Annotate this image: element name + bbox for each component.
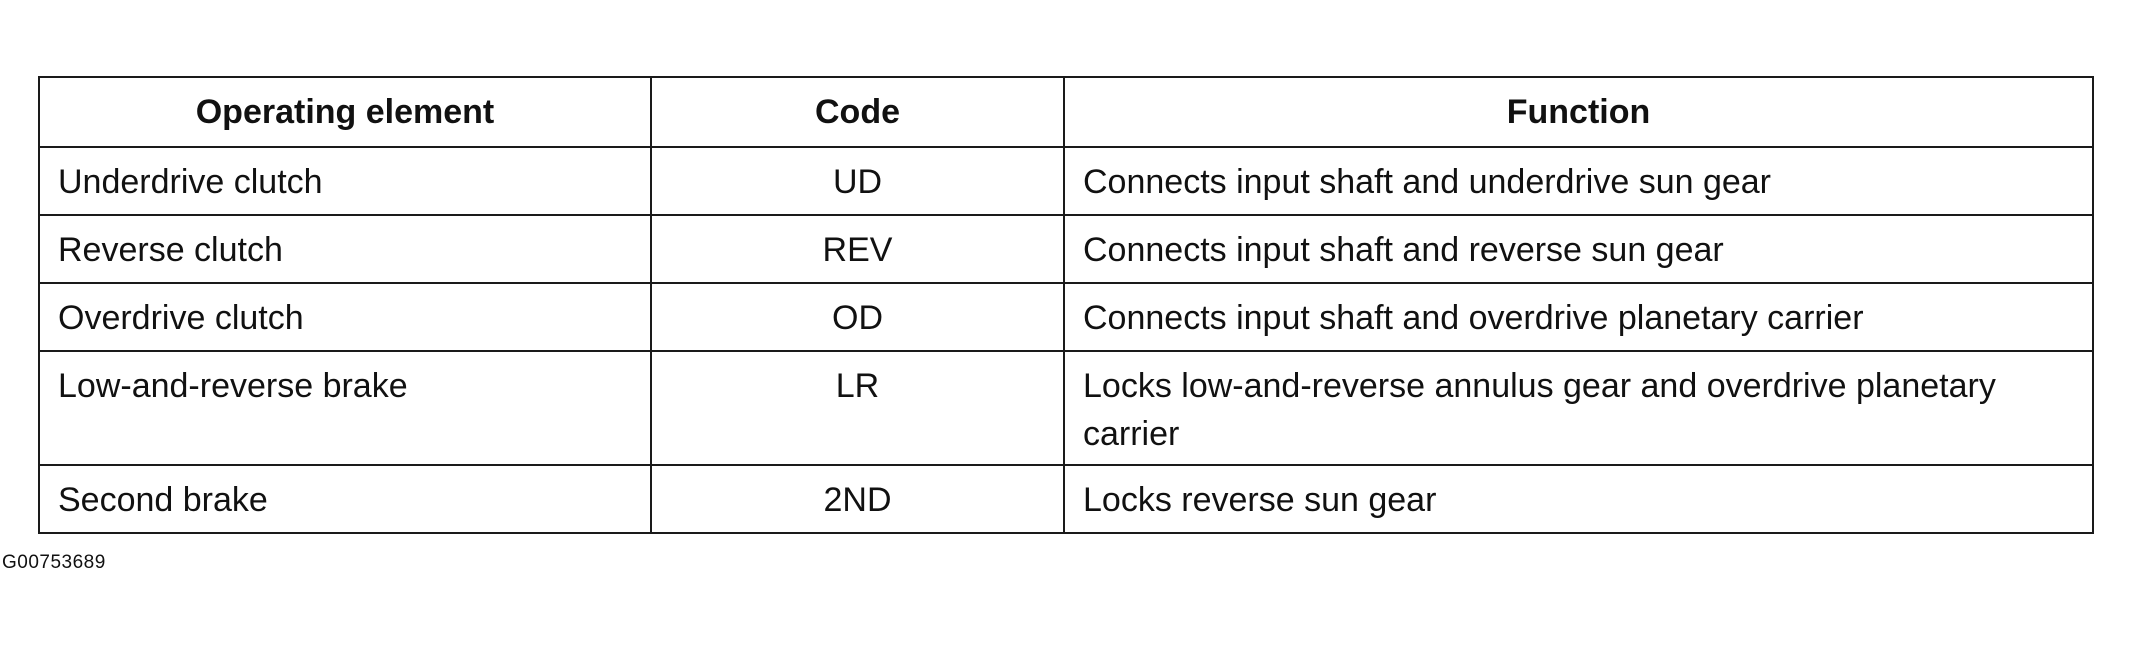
cell-function: Connects input shaft and overdrive plane… [1063, 282, 2094, 352]
cell-element: Underdrive clutch [38, 146, 652, 216]
cell-function: Locks reverse sun gear [1063, 464, 2094, 534]
cell-element: Second brake [38, 464, 652, 534]
operating-elements-table: Operating element Code Function Underdri… [38, 76, 2094, 534]
table-row: Low-and-reverse brake LR Locks low-and-r… [38, 350, 2094, 466]
cell-code: LR [650, 350, 1065, 466]
cell-element: Reverse clutch [38, 214, 652, 284]
cell-code: UD [650, 146, 1065, 216]
cell-element: Low-and-reverse brake [38, 350, 652, 466]
cell-element: Overdrive clutch [38, 282, 652, 352]
operating-elements-table-container: Operating element Code Function Underdri… [38, 76, 2094, 534]
table-row: Second brake 2ND Locks reverse sun gear [38, 464, 2094, 534]
table-row: Reverse clutch REV Connects input shaft … [38, 214, 2094, 284]
table-header-row: Operating element Code Function [38, 76, 2094, 148]
cell-function: Locks low-and-reverse annulus gear and o… [1063, 350, 2094, 466]
table-row: Overdrive clutch OD Connects input shaft… [38, 282, 2094, 352]
cell-code: OD [650, 282, 1065, 352]
header-code: Code [650, 76, 1065, 148]
cell-function: Connects input shaft and underdrive sun … [1063, 146, 2094, 216]
header-function: Function [1063, 76, 2094, 148]
header-operating-element: Operating element [38, 76, 652, 148]
table-row: Underdrive clutch UD Connects input shaf… [38, 146, 2094, 216]
figure-id-label: G00753689 [2, 552, 106, 573]
cell-function: Connects input shaft and reverse sun gea… [1063, 214, 2094, 284]
cell-code: REV [650, 214, 1065, 284]
cell-code: 2ND [650, 464, 1065, 534]
